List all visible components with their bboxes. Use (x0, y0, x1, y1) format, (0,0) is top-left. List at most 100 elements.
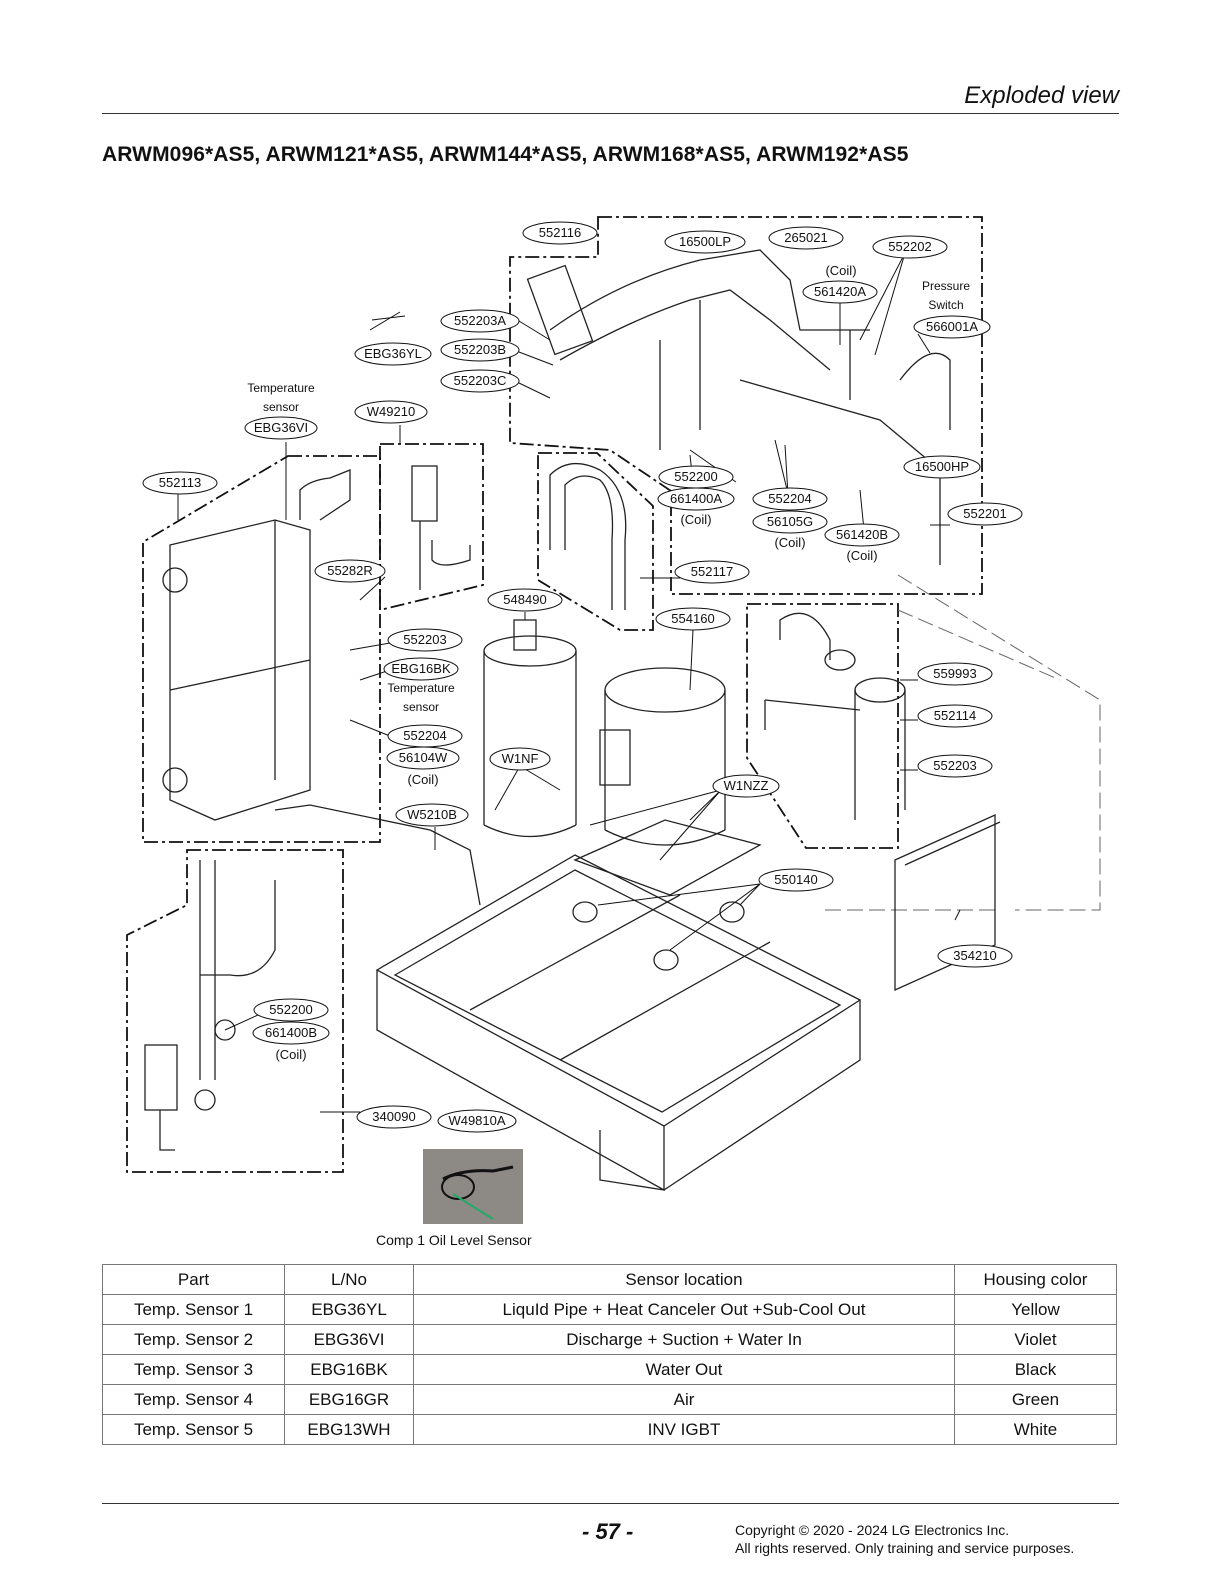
svg-text:552200: 552200 (674, 469, 717, 484)
svg-text:W5210B: W5210B (407, 807, 457, 822)
svg-text:265021: 265021 (784, 230, 827, 245)
label-coil-6: (Coil) (275, 1047, 306, 1062)
label-552114: 552114 (917, 704, 993, 728)
table-cell: EBG13WH (284, 1414, 414, 1445)
table-cell: Yellow (954, 1294, 1117, 1325)
oil-level-sensor-photo (423, 1149, 523, 1224)
label-354210: 354210 (937, 944, 1013, 968)
label-552204-top: 552204 (752, 487, 828, 511)
table-header: Housing color (954, 1264, 1117, 1295)
label-EBG16BK: EBG16BK (383, 657, 459, 681)
label-552203-right: 552203 (917, 754, 993, 778)
label-coil-4: (Coil) (846, 548, 877, 563)
label-W5210B: W5210B (395, 803, 469, 827)
label-switch: Switch (928, 298, 963, 312)
svg-text:566001A: 566001A (926, 319, 978, 334)
label-W1NF: W1NF (489, 747, 551, 771)
svg-text:552203: 552203 (933, 758, 976, 773)
group-outline-552117 (537, 452, 654, 631)
table-cell: INV IGBT (413, 1414, 955, 1445)
group-outline-accumulator (746, 603, 899, 849)
label-56105G: 56105G (752, 510, 828, 534)
svg-text:552117: 552117 (691, 564, 733, 579)
label-661400A-top: 661400A (657, 487, 735, 511)
piping-lower-left (144, 860, 276, 1151)
label-temperature-1: Temperature (247, 381, 315, 395)
svg-text:552203C: 552203C (454, 373, 507, 388)
table-cell: Black (954, 1354, 1117, 1385)
svg-text:EBG36YL: EBG36YL (364, 346, 422, 361)
table-cell: Water Out (413, 1354, 955, 1385)
svg-text:552203: 552203 (403, 632, 446, 647)
svg-text:661400B: 661400B (265, 1025, 317, 1040)
base-frame (375, 854, 862, 1192)
copyright: Copyright © 2020 - 2024 LG Electronics I… (735, 1521, 1074, 1557)
table-row: Temp. Sensor 3 EBG16BK Water Out Black (102, 1354, 1117, 1385)
svg-text:661400A: 661400A (670, 491, 722, 506)
table-row: Temp. Sensor 4 EBG16GR Air Green (102, 1384, 1117, 1415)
label-552202: 552202 (872, 235, 948, 259)
table-cell: Green (954, 1384, 1117, 1415)
table-cell: White (954, 1414, 1117, 1445)
piping-552117 (549, 463, 627, 610)
label-552200-top: 552200 (658, 465, 734, 489)
pipe-w5210b (274, 804, 481, 906)
table-cell: Temp. Sensor 4 (102, 1384, 285, 1415)
vibration-mounts (572, 901, 745, 971)
label-56104W: 56104W (386, 746, 460, 770)
table-row: Temp. Sensor 2 EBG36VI Discharge + Sucti… (102, 1324, 1117, 1355)
table-cell: Temp. Sensor 3 (102, 1354, 285, 1385)
svg-text:561420B: 561420B (836, 527, 888, 542)
table-header: Sensor location (413, 1264, 955, 1295)
label-sensor-2: sensor (403, 700, 439, 714)
label-55282R: 55282R (314, 559, 386, 583)
label-552203C: 552203C (440, 369, 520, 393)
svg-text:16500LP: 16500LP (679, 234, 731, 249)
photo-caption: Comp 1 Oil Level Sensor (376, 1232, 532, 1248)
sensor-table: Part L/No Sensor location Housing color … (102, 1264, 1117, 1445)
piping-accumulator-group (764, 612, 906, 820)
svg-text:552202: 552202 (888, 239, 931, 254)
svg-text:16500HP: 16500HP (915, 459, 969, 474)
piping-top (526, 249, 951, 565)
table-cell: Temp. Sensor 2 (102, 1324, 285, 1355)
label-EBG36VI: EBG36VI (244, 416, 318, 440)
label-552203A: 552203A (440, 309, 520, 333)
label-561420A: 561420A (802, 280, 878, 304)
table-cell: EBG36VI (284, 1324, 414, 1355)
label-552204-mid: 552204 (387, 724, 463, 748)
label-16500LP: 16500LP (664, 230, 746, 254)
heat-exchanger-body (162, 469, 351, 821)
group-outline-w49210 (379, 443, 484, 612)
label-coil-3: (Coil) (774, 535, 805, 550)
table-cell: Discharge + Suction + Water In (413, 1324, 955, 1355)
label-265021: 265021 (768, 226, 844, 250)
label-552203-mid: 552203 (387, 628, 463, 652)
label-16500HP: 16500HP (903, 455, 981, 479)
svg-text:56104W: 56104W (399, 750, 448, 765)
table-row: Temp. Sensor 1 EBG36YL LiquId Pipe + Hea… (102, 1294, 1117, 1325)
svg-text:552203B: 552203B (454, 342, 506, 357)
accumulator-tank (483, 619, 577, 838)
svg-text:552201: 552201 (963, 506, 1006, 521)
label-EBG36YL: EBG36YL (354, 342, 432, 366)
svg-text:552116: 552116 (539, 225, 581, 240)
piping-w49210 (411, 465, 471, 590)
label-552117: 552117 (674, 560, 750, 584)
table-cell: EBG36YL (284, 1294, 414, 1325)
label-552203B: 552203B (440, 338, 520, 362)
label-temperature-2: Temperature (387, 681, 455, 695)
svg-text:552204: 552204 (403, 728, 446, 743)
svg-text:550140: 550140 (774, 872, 817, 887)
svg-text:548490: 548490 (503, 592, 546, 607)
label-561420B: 561420B (824, 523, 900, 547)
copyright-line-1: Copyright © 2020 - 2024 LG Electronics I… (735, 1522, 1010, 1538)
copyright-line-2: All rights reserved. Only training and s… (735, 1540, 1075, 1556)
svg-text:340090: 340090 (372, 1109, 415, 1124)
table-header: Part (102, 1264, 285, 1295)
svg-text:EBG16BK: EBG16BK (391, 661, 451, 676)
label-W49810A: W49810A (437, 1109, 517, 1133)
sensor-wire-icon (369, 311, 406, 331)
svg-text:W1NF: W1NF (502, 751, 539, 766)
